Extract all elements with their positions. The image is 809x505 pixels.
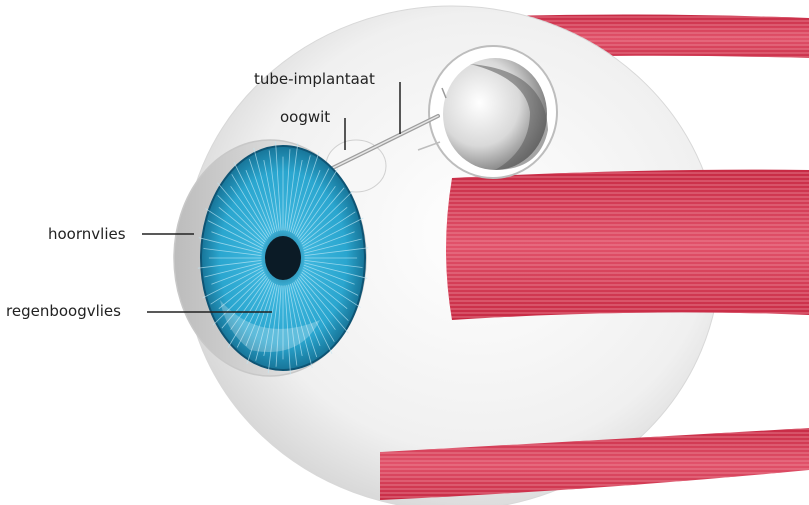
middle-muscle [446, 170, 809, 320]
label-tube-implant: tube-implantaat [254, 70, 375, 88]
pupil [265, 236, 301, 280]
label-iris: regenboogvlies [6, 302, 121, 320]
label-cornea: hoornvlies [48, 225, 126, 243]
label-sclera: oogwit [280, 108, 330, 126]
